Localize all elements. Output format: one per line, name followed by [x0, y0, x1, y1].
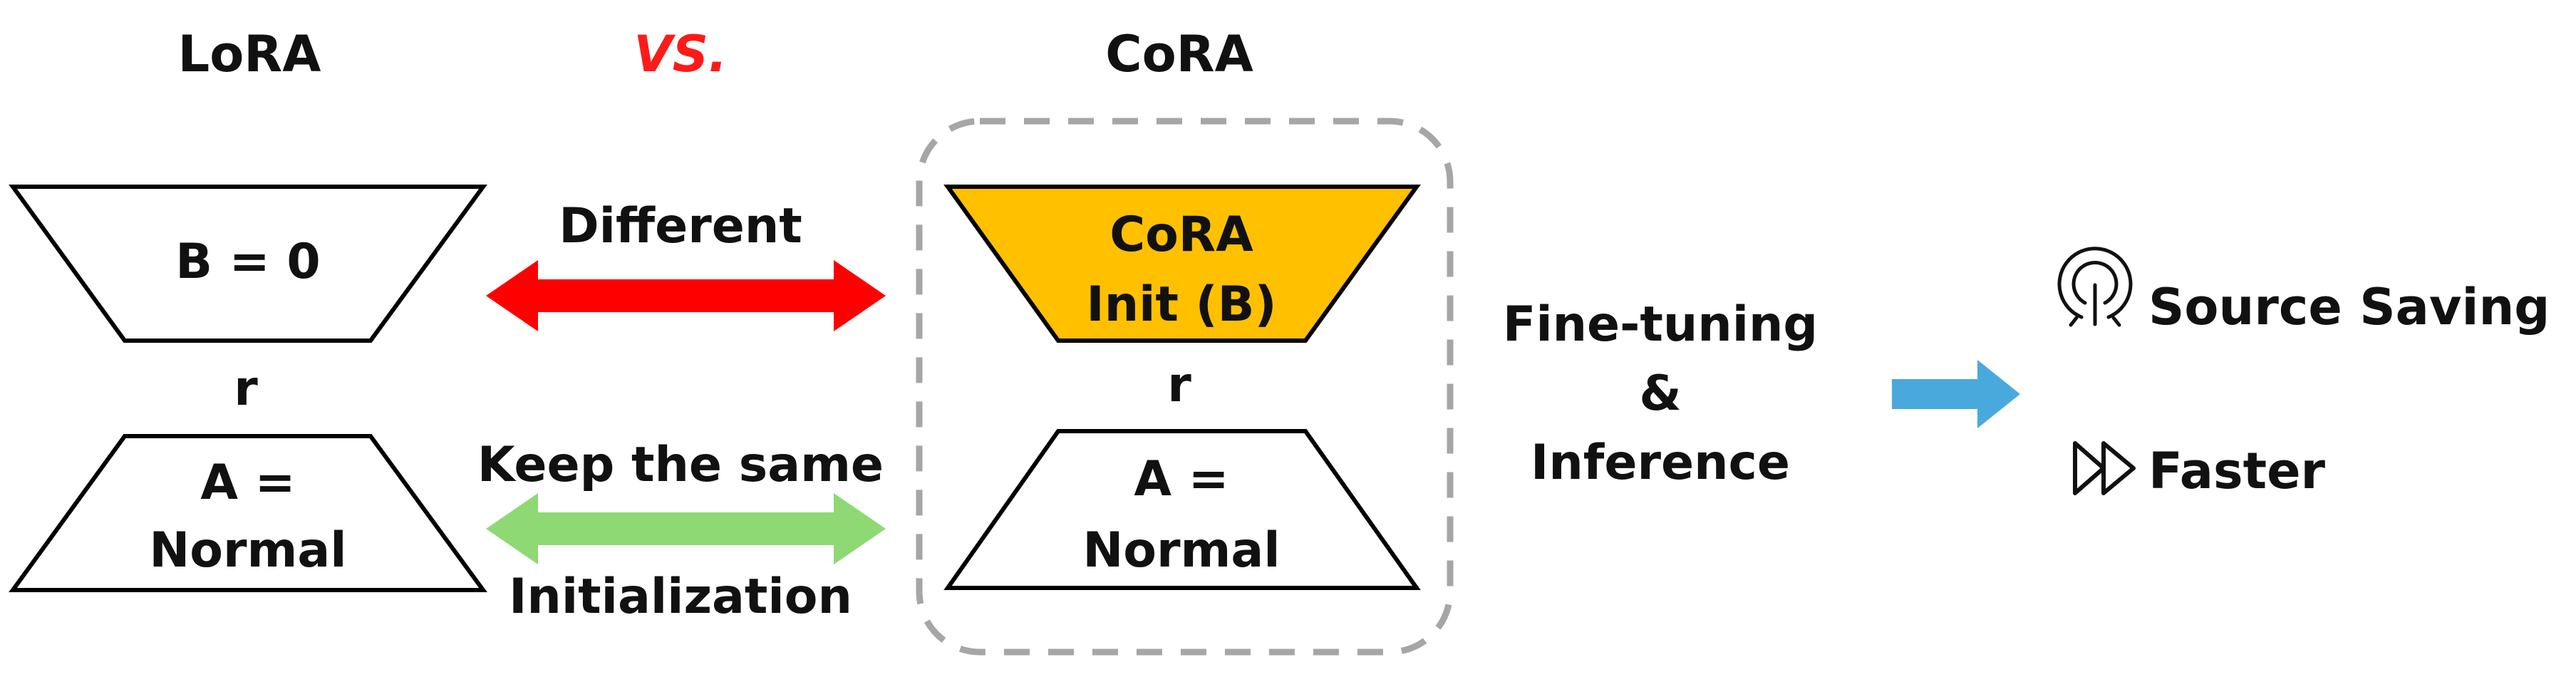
cora-b-label-line2: Init (B)	[1086, 277, 1276, 333]
lora-a-label-line2: Normal	[149, 522, 346, 579]
lora-header: LoRA	[178, 25, 321, 83]
lora-a-matrix: A = Normal	[9, 434, 487, 592]
same-double-arrow	[486, 493, 886, 564]
cora-a-trapezoid	[943, 429, 1421, 590]
cora-a-label-line2: Normal	[1082, 522, 1280, 579]
lora-a-trapezoid	[9, 434, 487, 592]
source-saving-label: Source Saving	[2148, 278, 2550, 336]
cora-rank-label: r	[1167, 357, 1191, 413]
cora-b-trapezoid	[943, 185, 1421, 343]
lora-b-label: B = 0	[175, 234, 320, 290]
power-gauge-icon	[2057, 247, 2133, 327]
lora-rank-label: r	[234, 361, 258, 417]
cora-a-label-line1: A =	[1134, 451, 1228, 507]
process-label-line3: Inference	[1531, 435, 1790, 491]
cora-b-matrix: CoRA Init (B)	[943, 185, 1421, 343]
vs-header: VS.	[633, 25, 727, 83]
faster-label: Faster	[2148, 442, 2326, 500]
fast-forward-icon	[2073, 441, 2136, 495]
cora-b-label-line1: CoRA	[1109, 207, 1253, 263]
process-label-line2: &	[1639, 366, 1681, 422]
cora-header: CoRA	[1105, 25, 1253, 83]
different-label: Different	[559, 198, 802, 254]
same-label-line1: Keep the same	[477, 437, 884, 493]
cora-dashed-box	[916, 118, 1454, 656]
lora-b-matrix: B = 0	[9, 185, 487, 343]
different-double-arrow	[486, 260, 886, 331]
pipeline-arrow	[1892, 360, 2020, 428]
process-label-line1: Fine-tuning	[1503, 296, 1818, 353]
same-label-line2: Initialization	[509, 569, 852, 625]
cora-a-matrix: A = Normal	[943, 429, 1421, 590]
lora-a-label-line1: A =	[200, 455, 295, 511]
lora-b-trapezoid	[9, 185, 487, 343]
